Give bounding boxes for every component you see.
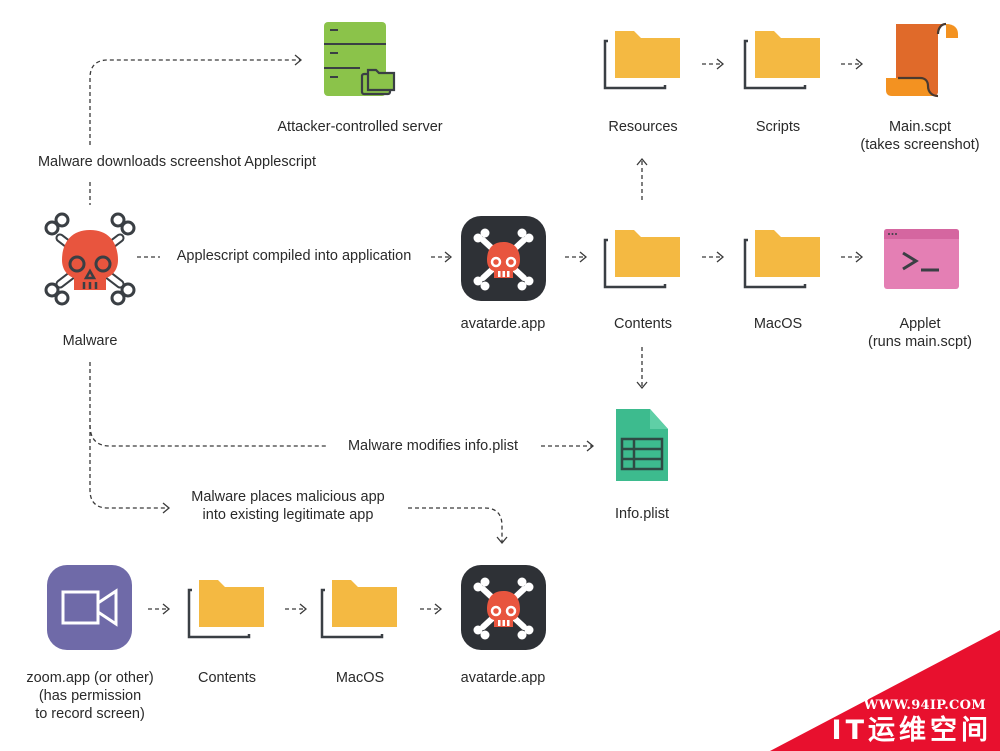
folder-icon-resources [603, 29, 683, 91]
contents-bottom-label: Contents [197, 670, 257, 686]
malware-label: Malware [62, 333, 118, 349]
connector-places-to-app [408, 507, 503, 542]
edge-label-places: Malware places malicious app into existi… [168, 488, 408, 524]
server-icon [322, 20, 398, 98]
arrowhead [299, 603, 308, 615]
contents-label: Contents [613, 316, 673, 332]
connector-malware-trunk [89, 362, 168, 509]
zoom-app-name: zoom.app (or other) [26, 670, 154, 686]
watermark-triangle [770, 630, 1000, 751]
zoom-app-label: zoom.app (or other) (has permission to r… [10, 669, 170, 723]
folder-icon-contents-bottom [187, 578, 267, 640]
arrowhead [444, 251, 453, 263]
arrowhead [294, 54, 303, 66]
arrowhead [579, 251, 588, 263]
folder-icon-macos-bottom [320, 578, 400, 640]
arrowhead [855, 58, 864, 70]
arrowhead [162, 502, 171, 514]
folder-icon-macos [743, 228, 823, 290]
avatarde-app-bottom-label: avatarde.app [460, 670, 546, 686]
edge-label-downloads: Malware downloads screenshot Applescript [37, 154, 317, 170]
edge-label-modifies: Malware modifies info.plist [347, 438, 519, 454]
macos-label: MacOS [753, 316, 803, 332]
info-plist-label: Info.plist [615, 506, 669, 522]
arrowhead [855, 251, 864, 263]
arrowhead [434, 603, 443, 615]
arrowhead [496, 536, 508, 545]
applet-name: Applet [899, 316, 941, 332]
server-label: Attacker-controlled server [277, 119, 443, 135]
watermark-url: WWW.94IP.COM [863, 698, 986, 713]
folder-icon-contents [603, 228, 683, 290]
arrowhead [586, 440, 595, 452]
arrowhead [636, 381, 648, 390]
main-scpt-name: Main.scpt [888, 119, 952, 135]
avatarde-app-label: avatarde.app [460, 316, 546, 332]
arrowhead [716, 251, 725, 263]
edge-label-places-line2: into existing legitimate app [202, 507, 374, 523]
script-scroll-icon [884, 20, 960, 98]
scripts-label: Scripts [755, 119, 801, 135]
folder-icon-scripts [743, 29, 823, 91]
edge-label-compiled: Applescript compiled into application [176, 248, 412, 264]
malware-skull-icon [40, 208, 140, 308]
connector-malware-to-modify [89, 424, 328, 447]
arrowhead [636, 157, 648, 166]
edge-label-places-line1: Malware places malicious app [191, 489, 385, 505]
zoom-app-icon [47, 565, 132, 650]
macos-bottom-label: MacOS [335, 670, 385, 686]
avatarde-app-icon-bottom [461, 565, 546, 650]
arrowhead [716, 58, 725, 70]
main-scpt-label: Main.scpt (takes screenshot) [850, 118, 990, 154]
resources-label: Resources [608, 119, 678, 135]
plist-sheet-icon [614, 407, 670, 483]
watermark: WWW.94IP.COM IT运维空间 [760, 620, 1000, 751]
terminal-icon [884, 229, 959, 289]
arrowhead [162, 603, 171, 615]
main-scpt-note: (takes screenshot) [860, 137, 980, 153]
zoom-app-note-1: (has permission [38, 688, 142, 704]
applet-label: Applet (runs main.scpt) [850, 315, 990, 351]
watermark-brand: IT运维空间 [831, 715, 992, 746]
avatarde-app-icon [461, 216, 546, 301]
applet-note: (runs main.scpt) [868, 334, 972, 350]
zoom-app-note-2: to record screen) [35, 706, 145, 722]
